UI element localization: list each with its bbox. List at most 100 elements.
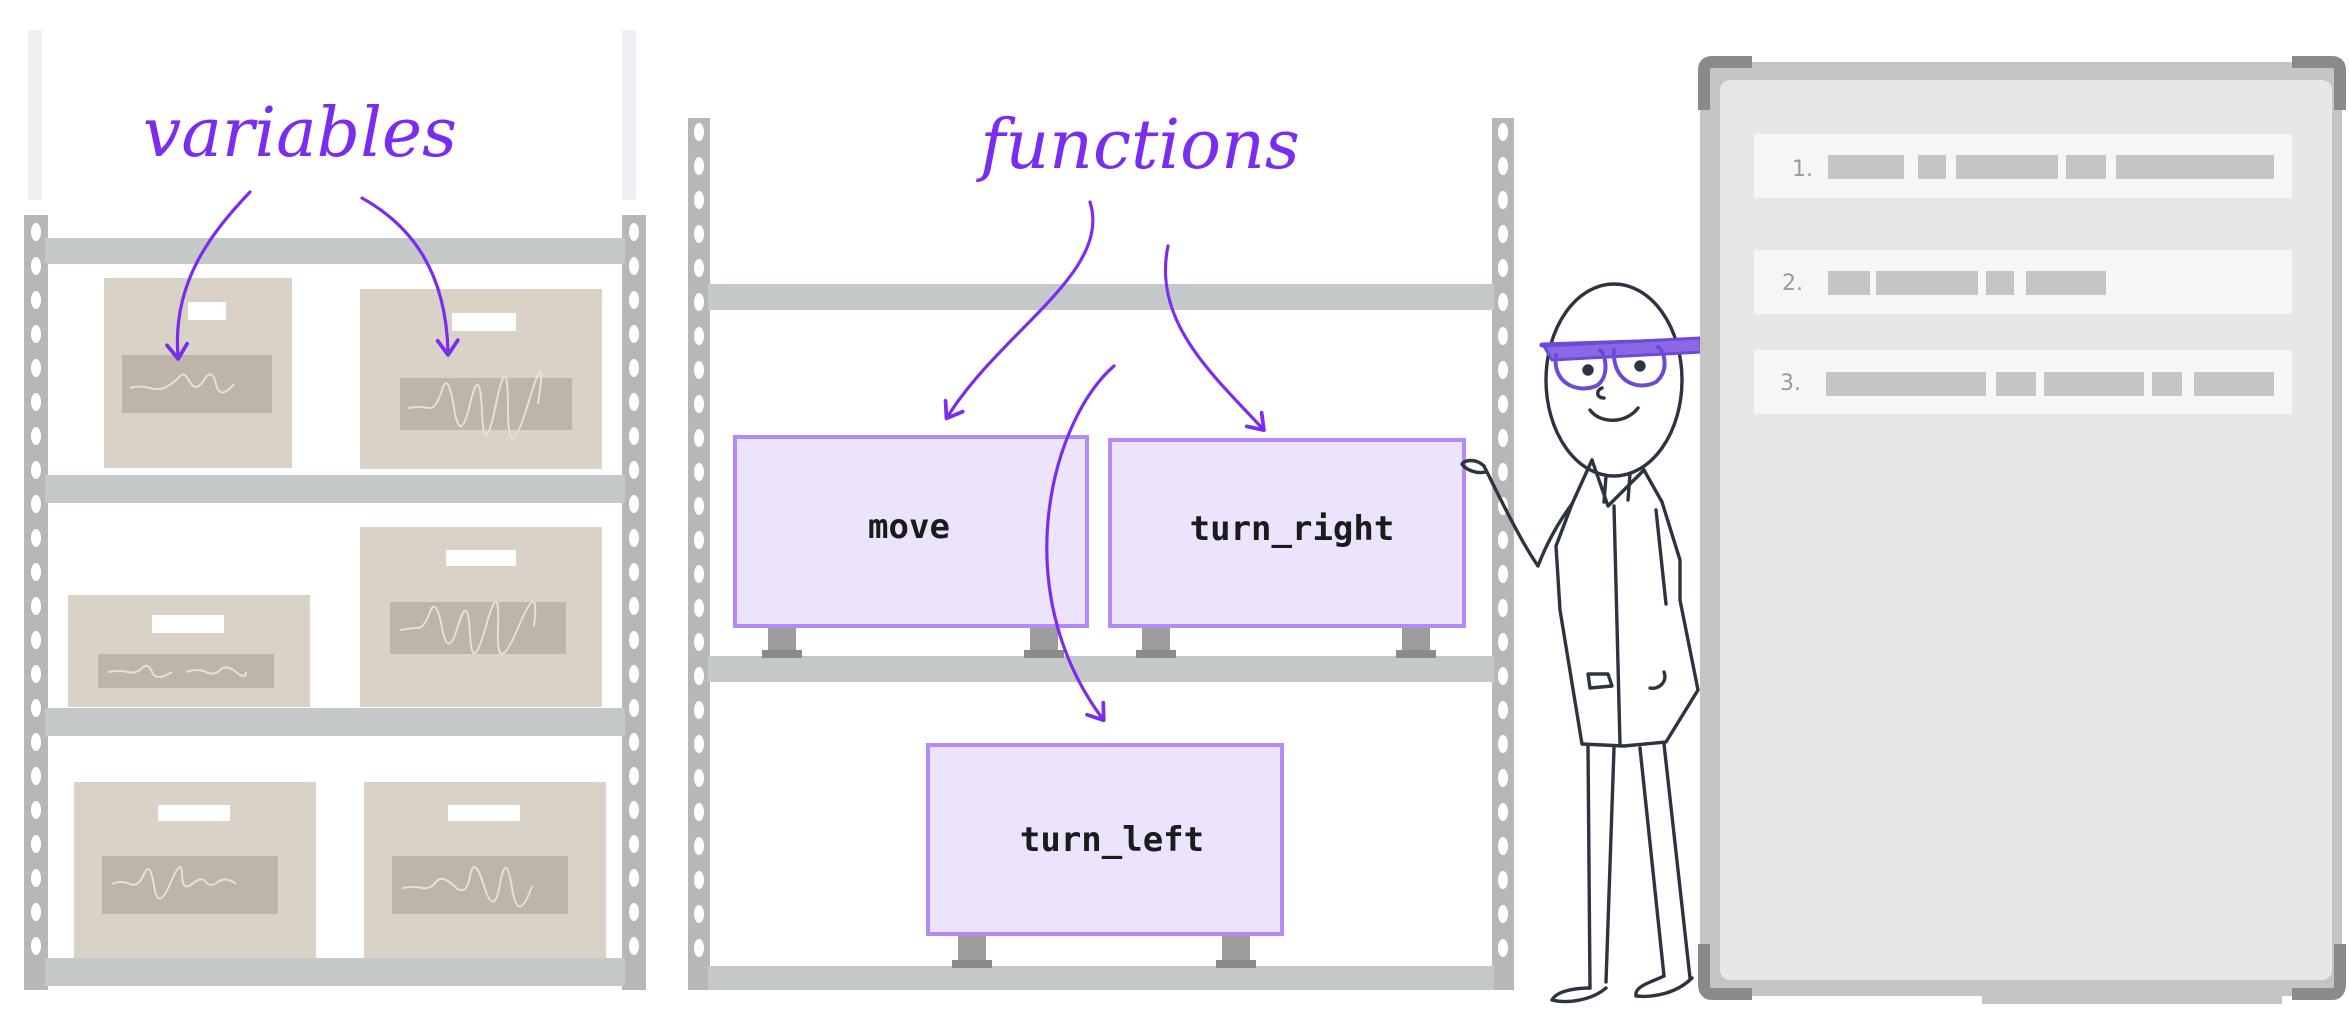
post-hole [1498, 667, 1508, 685]
variable-box [360, 527, 602, 707]
post-hole [629, 325, 639, 343]
post-hole [629, 461, 639, 479]
post-hole [1498, 225, 1508, 243]
post-hole [1498, 701, 1508, 719]
post-hole [31, 461, 41, 479]
post-hole [1498, 633, 1508, 651]
post-hole [629, 495, 639, 513]
post-hole [694, 531, 704, 549]
post-hole [629, 767, 639, 785]
post-hole [694, 157, 704, 175]
post-hole [1498, 395, 1508, 413]
post-hole [1498, 327, 1508, 345]
whiteboard-surface [1720, 80, 2332, 980]
post-hole [31, 733, 41, 751]
post-hole [694, 939, 704, 957]
post-hole [1498, 429, 1508, 447]
post-hole [694, 565, 704, 583]
whiteboard: 1. 2. 3. [1698, 56, 2346, 1004]
post-hole [31, 631, 41, 649]
list-item-number: 1. [1792, 157, 1813, 182]
shelf-board-bottom [708, 966, 1494, 990]
post-hole [31, 427, 41, 445]
arrow [165, 190, 252, 361]
function-label: turn_right [1190, 509, 1395, 549]
scientist-head [1544, 282, 1684, 478]
variable-box [360, 289, 602, 469]
post-hole [31, 291, 41, 309]
variable-box [104, 278, 292, 468]
post-hole [31, 869, 41, 887]
post-hole [629, 801, 639, 819]
post-hole [1498, 191, 1508, 209]
post-hole [694, 633, 704, 651]
post-hole [629, 869, 639, 887]
shelf-board-upper [45, 475, 625, 503]
shelf-board-top [45, 238, 625, 264]
post-hole [694, 497, 704, 515]
function-box-turn-right: turn_right [1108, 438, 1466, 628]
post-hole [629, 291, 639, 309]
variables-shelf [24, 30, 646, 990]
variable-box [364, 782, 606, 958]
pointer-arrows [165, 190, 1266, 723]
post-hole [629, 427, 639, 445]
list-item-number: 2. [1782, 271, 1803, 296]
variables-heading: variables [143, 94, 457, 173]
post-hole [629, 665, 639, 683]
shelf-board-bottom [45, 958, 625, 986]
post-hole [1498, 361, 1508, 379]
arrow [943, 200, 1095, 421]
post-hole [1498, 259, 1508, 277]
post-hole [1498, 123, 1508, 141]
post-hole [629, 597, 639, 615]
post-hole [694, 191, 704, 209]
post-hole [629, 937, 639, 955]
shelf-board-lower [45, 708, 625, 736]
post-hole [1498, 293, 1508, 311]
post-hole [629, 223, 639, 241]
arrow [360, 196, 460, 357]
arrow [1163, 244, 1266, 432]
list-item-number: 3. [1780, 371, 1801, 396]
post-hole [629, 257, 639, 275]
post-hole [31, 801, 41, 819]
post-hole [694, 327, 704, 345]
post-hole [629, 699, 639, 717]
post-hole [694, 701, 704, 719]
post-hole [31, 393, 41, 411]
post-hole [31, 359, 41, 377]
post-hole [1498, 599, 1508, 617]
function-label: move [868, 507, 950, 547]
post-hole [694, 803, 704, 821]
variable-box [74, 782, 316, 958]
post-hole [31, 495, 41, 513]
post-hole [694, 395, 704, 413]
post-hole [1498, 531, 1508, 549]
post-hole [694, 905, 704, 923]
post-hole [31, 835, 41, 853]
functions-heading: functions [975, 106, 1300, 185]
function-label: turn_left [1020, 820, 1204, 860]
post-hole [31, 665, 41, 683]
post-hole [1498, 735, 1508, 753]
post-hole [694, 735, 704, 753]
post-hole [31, 529, 41, 547]
post-hole [31, 699, 41, 717]
variable-box [68, 595, 310, 707]
post-hole [694, 361, 704, 379]
post-hole [1498, 157, 1508, 175]
left-post-top-faint [28, 30, 42, 200]
post-hole [694, 463, 704, 481]
post-hole [694, 293, 704, 311]
post-hole [1498, 803, 1508, 821]
post-hole [629, 529, 639, 547]
post-hole [31, 903, 41, 921]
post-hole [694, 871, 704, 889]
shelf-board-middle [708, 656, 1494, 682]
post-hole [629, 903, 639, 921]
post-hole [1498, 565, 1508, 583]
post-hole [629, 631, 639, 649]
post-hole [694, 667, 704, 685]
post-hole [31, 597, 41, 615]
